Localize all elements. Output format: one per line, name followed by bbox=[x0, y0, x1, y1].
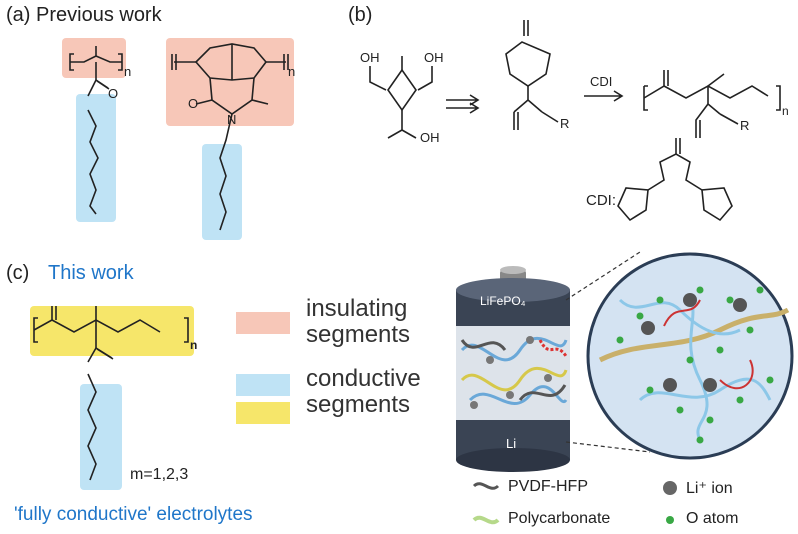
zoom-circle bbox=[586, 252, 794, 460]
panel-b-oh-1: OH bbox=[360, 50, 380, 65]
panel-b-oh-2: OH bbox=[424, 50, 444, 65]
panel-b-cdi-arrow-label: CDI bbox=[590, 74, 613, 89]
panel-c-title-prefix: (c) bbox=[6, 262, 30, 284]
legend-conductive-text: conductive segments bbox=[306, 365, 421, 418]
zoom-o-atoms bbox=[616, 286, 774, 444]
key-polycarbonate-swatch bbox=[472, 515, 500, 525]
panel-a-conductive-box-2 bbox=[202, 144, 242, 240]
panel-b-title: (b) bbox=[348, 4, 373, 26]
legend-insulating-text: insulating segments bbox=[306, 295, 411, 348]
panel-b-structures bbox=[369, 20, 781, 222]
key-pvdf-swatch bbox=[472, 482, 500, 490]
legend-insulating-swatch bbox=[236, 312, 290, 334]
panel-a-n-2: n bbox=[288, 64, 296, 79]
panel-a-ring-o: O bbox=[188, 96, 199, 111]
battery-cathode-label: LiFePO₄ bbox=[480, 294, 526, 308]
legend-conductive-yellow-swatch bbox=[236, 402, 290, 424]
panel-c-title: This work bbox=[48, 262, 134, 284]
zoom-line-bottom bbox=[565, 441, 651, 453]
zoom-chains bbox=[598, 295, 790, 441]
panel-c-yellow-box bbox=[30, 306, 194, 356]
panel-c-blue-box bbox=[80, 384, 122, 490]
panel-a-polymer-1 bbox=[69, 46, 123, 215]
key-polycarbonate-label: Polycarbonate bbox=[508, 510, 611, 527]
battery-chains bbox=[460, 336, 568, 405]
legend-conductive-blue-swatch bbox=[236, 374, 290, 396]
panel-a-polymer-2 bbox=[171, 43, 289, 231]
panel-a-n-atom: N bbox=[227, 112, 237, 127]
panel-b-r-1: R bbox=[560, 116, 570, 131]
key-o-swatch bbox=[666, 516, 674, 524]
panel-a-title: (a) Previous work bbox=[6, 4, 162, 26]
battery-anode-label: Li bbox=[506, 436, 517, 451]
panel-b-r-2: R bbox=[740, 118, 750, 133]
battery-li-ions bbox=[470, 336, 552, 409]
panel-c-polymer bbox=[33, 306, 189, 481]
panel-c-n-sub: n bbox=[190, 338, 198, 352]
key-li-label: Li⁺ ion bbox=[686, 480, 733, 497]
key-pvdf-label: PVDF-HFP bbox=[508, 478, 588, 495]
key-o-label: O atom bbox=[686, 510, 739, 527]
panel-b-oh-3: OH bbox=[420, 130, 440, 145]
panel-c-caption: 'fully conductive' electrolytes bbox=[14, 504, 253, 525]
panel-a-n-1: n bbox=[124, 64, 132, 79]
panel-a-insulating-box-1 bbox=[62, 38, 126, 78]
panel-a-ester-o: O bbox=[108, 86, 119, 101]
panel-a-conductive-box-1 bbox=[76, 94, 116, 222]
panel-b-n-sub: n bbox=[782, 104, 789, 118]
panel-c-m-label: m=1,2,3 bbox=[130, 466, 189, 483]
zoom-li-ions bbox=[641, 293, 747, 392]
panel-b-cdi-label: CDI: bbox=[586, 192, 616, 209]
zoom-line-top bbox=[565, 251, 641, 301]
key-li-swatch bbox=[663, 481, 677, 495]
